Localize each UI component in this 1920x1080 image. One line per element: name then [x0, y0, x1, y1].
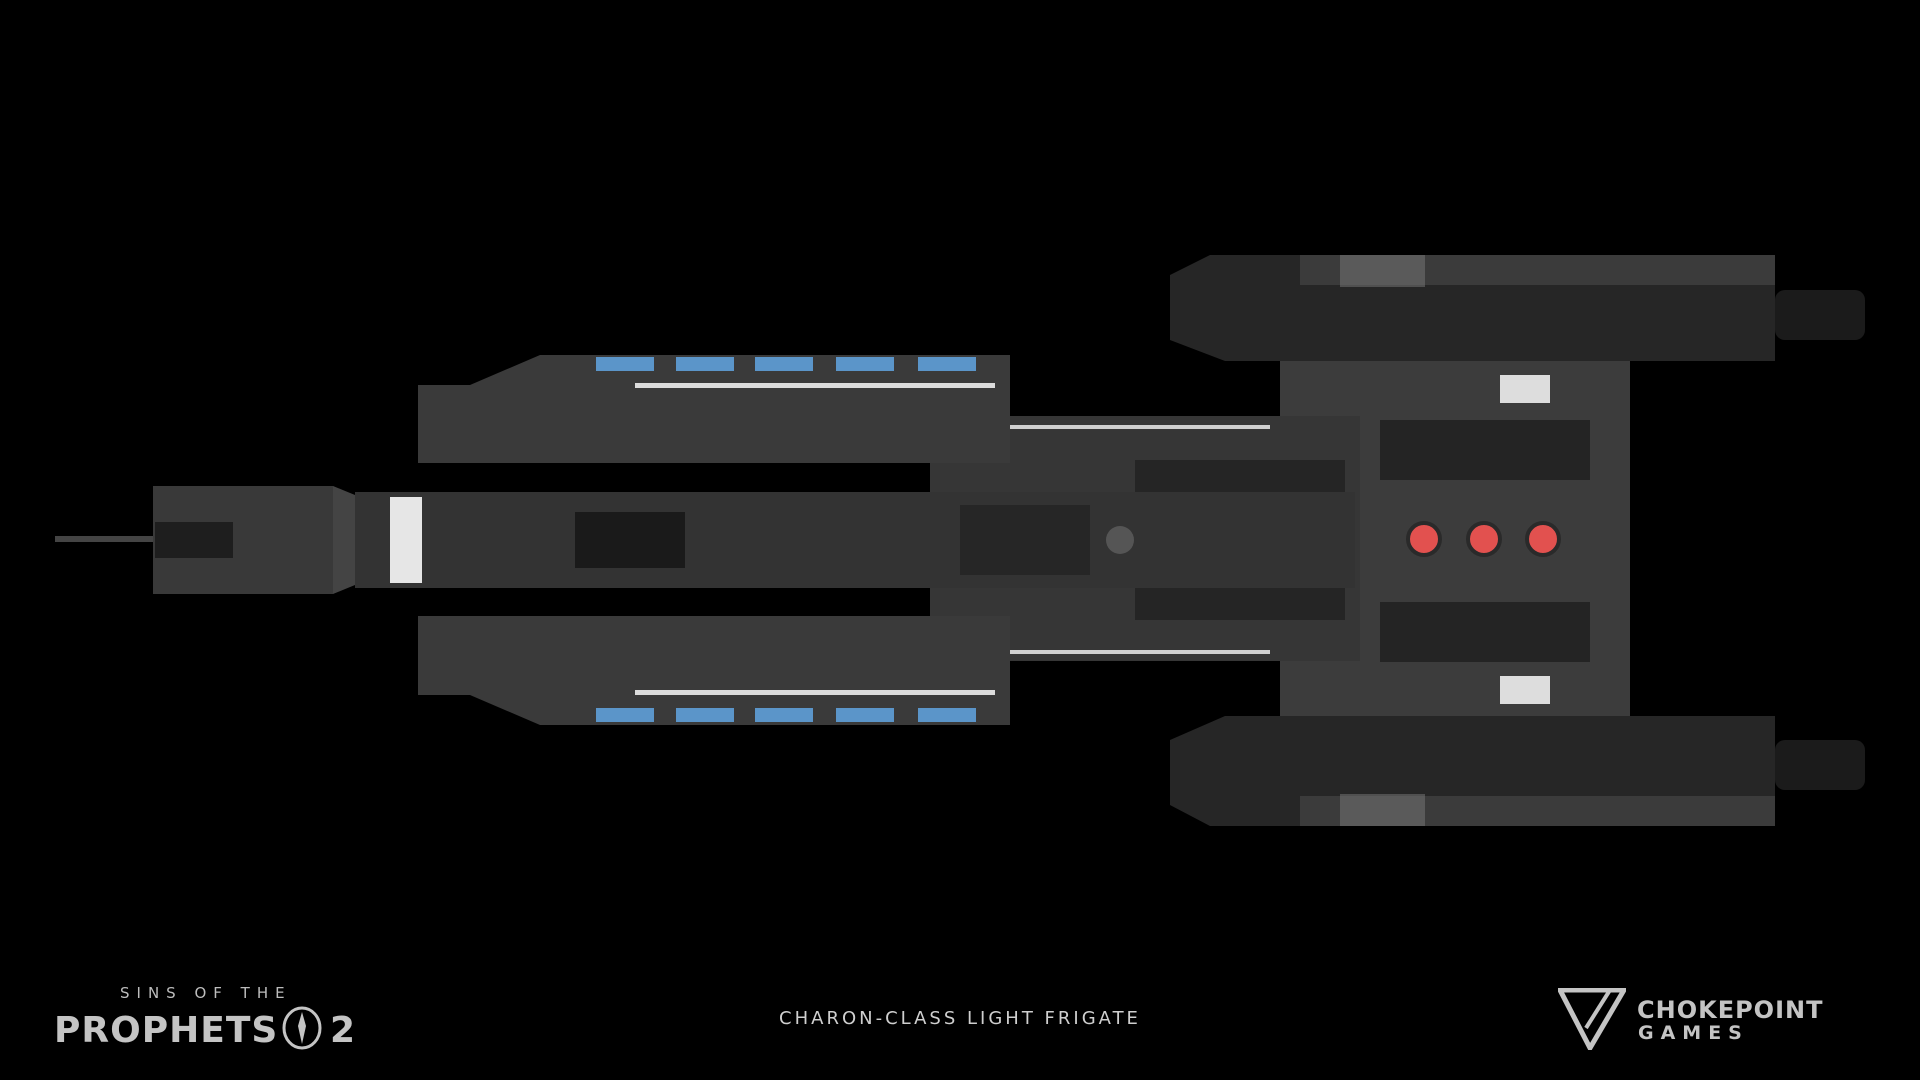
studio-logo-subtitle: GAMES [1638, 1022, 1749, 1044]
game-logo-subtitle: SINS OF THE [120, 984, 292, 1002]
studio-logo-name: CHOKEPOINT [1637, 996, 1824, 1024]
reactor-lights [1406, 521, 1561, 557]
chokepoint-logo-icon [1558, 988, 1626, 1050]
engine-nacelle-bottom [1170, 716, 1865, 826]
central-spine [55, 486, 1355, 594]
ship-caption: CHARON-CLASS LIGHT FRIGATE [779, 1008, 1141, 1029]
game-logo-numeral: 2 [330, 1010, 356, 1051]
engine-nacelle-top [1170, 255, 1865, 361]
weapon-pod-top [418, 355, 1010, 463]
game-emblem-icon [282, 1006, 322, 1050]
game-logo-title: PROPHETS [54, 1010, 279, 1051]
weapon-pod-bottom [418, 616, 1010, 725]
